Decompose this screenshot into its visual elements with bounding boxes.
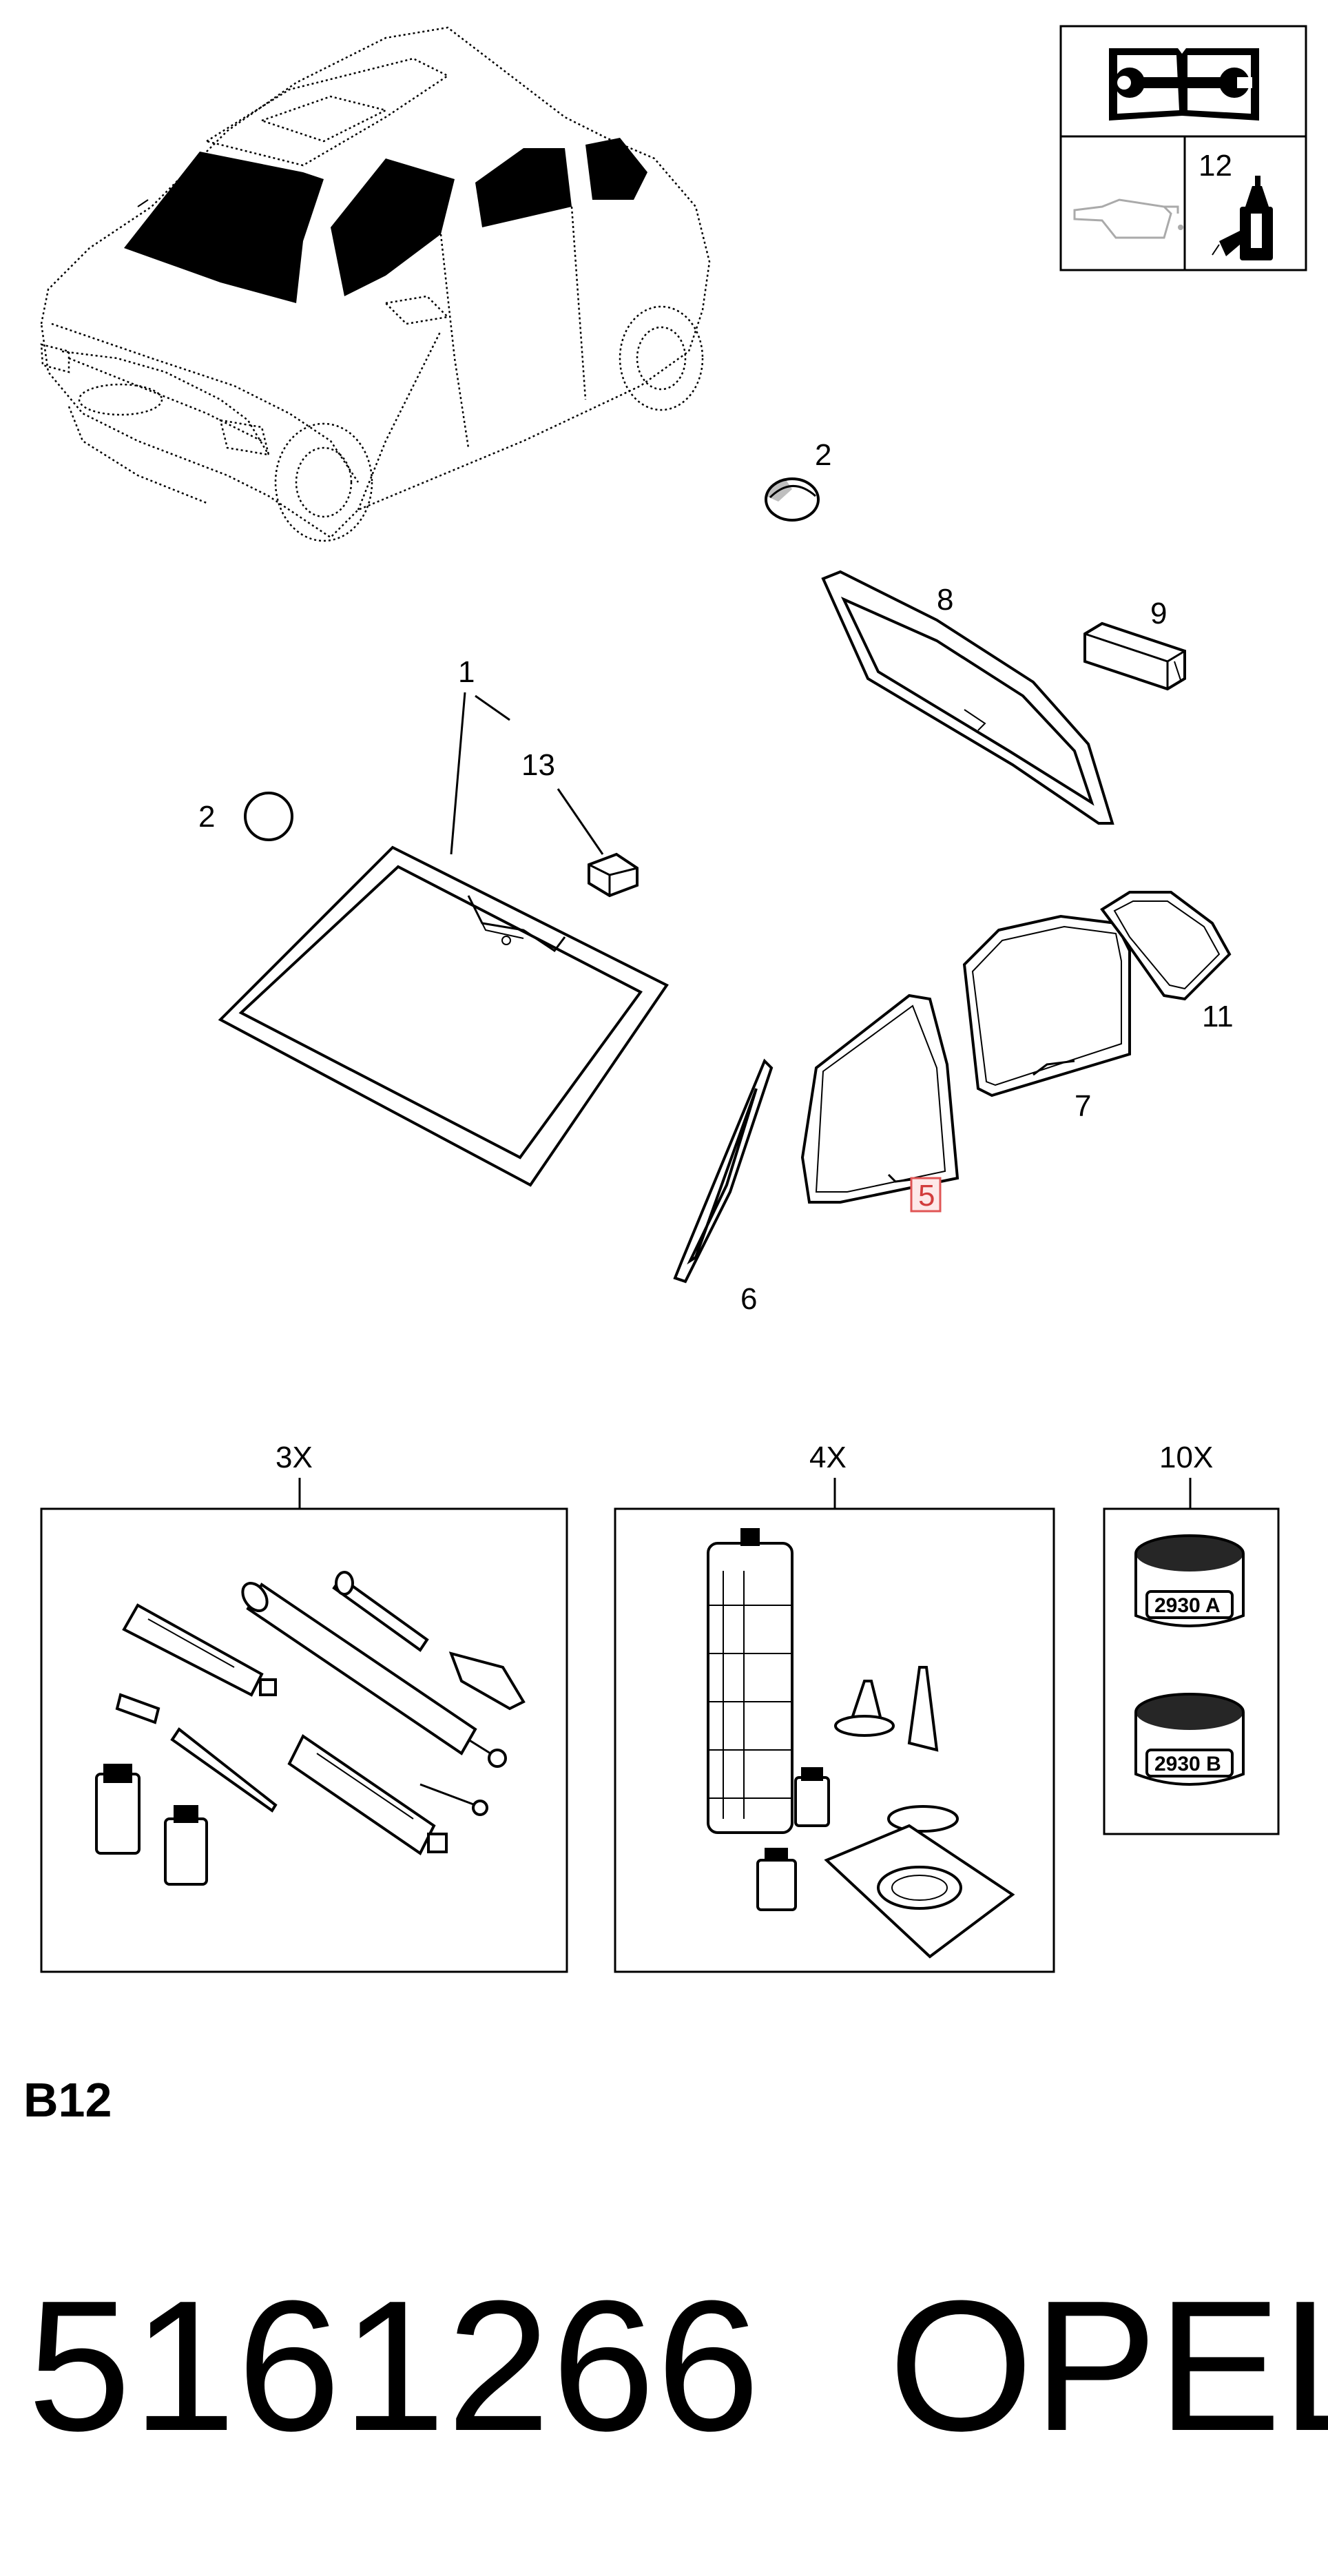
callout-2-left: 2 bbox=[198, 800, 215, 834]
part-1-windshield bbox=[218, 845, 669, 1187]
callout-7: 7 bbox=[1075, 1089, 1091, 1123]
part-6-front-quarter-glass bbox=[673, 1058, 774, 1284]
brand-name: OPEL bbox=[889, 2263, 1328, 2470]
callout-12: 12 bbox=[1199, 149, 1232, 183]
oil-can-icon bbox=[1073, 198, 1183, 239]
part-5-front-door-glass bbox=[800, 993, 959, 1204]
section-code: B12 bbox=[23, 2073, 112, 2127]
jar-b-label: 2930 B bbox=[1154, 1753, 1221, 1775]
callout-9: 9 bbox=[1150, 597, 1167, 630]
adhesive-bottle-icon bbox=[1212, 176, 1273, 260]
kit-4x-label: 4X bbox=[809, 1441, 847, 1474]
kit-3x-label: 3X bbox=[276, 1441, 313, 1474]
callout-11: 11 bbox=[1202, 1000, 1234, 1033]
car-windshield-shape bbox=[124, 152, 324, 303]
callout-5: 5 bbox=[918, 1179, 935, 1213]
part-7-rear-door-glass bbox=[962, 914, 1131, 1098]
callout-1: 1 bbox=[458, 655, 475, 689]
kit-4x-cartridge-illustration bbox=[707, 1528, 1015, 1959]
part-9-block bbox=[1083, 621, 1186, 691]
kit-10x-label: 10X bbox=[1159, 1441, 1213, 1474]
jar-a: 2930 A bbox=[1134, 1534, 1245, 1627]
tools-icon-panel: 12 bbox=[1059, 25, 1307, 271]
part-2-clip-top bbox=[765, 477, 820, 522]
kit-3x-tubes-illustration bbox=[95, 1571, 526, 1886]
repair-manual-wrench-icon bbox=[1109, 48, 1259, 121]
jar-b: 2930 B bbox=[1134, 1693, 1245, 1786]
callout-8: 8 bbox=[937, 583, 953, 617]
car-overview-illustration bbox=[40, 26, 711, 542]
callout-6: 6 bbox=[740, 1282, 757, 1316]
part-number: 5161266 bbox=[28, 2263, 762, 2470]
callout-2-top: 2 bbox=[815, 438, 831, 472]
part-11-rear-quarter-glass bbox=[1100, 891, 1232, 1001]
callout-13: 13 bbox=[521, 748, 555, 782]
jar-a-label: 2930 A bbox=[1154, 1594, 1221, 1617]
callout-5-highlight bbox=[910, 1177, 942, 1213]
part-13-mount-clip bbox=[588, 852, 639, 898]
part-2-clip-left bbox=[244, 792, 293, 841]
part-8-rear-side-glass bbox=[821, 570, 1114, 825]
